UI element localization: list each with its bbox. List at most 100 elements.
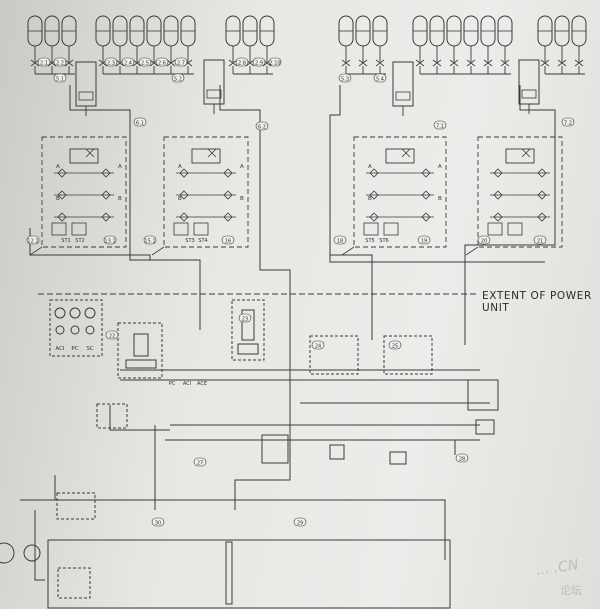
accumulator xyxy=(355,15,371,74)
svg-text:6.2: 6.2 xyxy=(258,125,266,131)
svg-text:2.4: 2.4 xyxy=(124,61,132,67)
svg-text:27: 27 xyxy=(197,461,203,467)
svg-text:15.1: 15.1 xyxy=(144,239,155,245)
cylinder-block xyxy=(203,59,225,114)
regulator-right xyxy=(383,335,433,375)
valve-block-left xyxy=(117,322,163,379)
sensor-tag: ST4 xyxy=(198,238,207,244)
trunk-line-1 xyxy=(69,85,201,330)
gauge-panel xyxy=(49,299,103,357)
gauge-pc xyxy=(69,307,81,319)
svg-text:7.2: 7.2 xyxy=(564,121,572,127)
svg-text:2.3: 2.3 xyxy=(107,61,115,67)
pressure-switch-label: ACE xyxy=(197,381,207,387)
port-letter: B xyxy=(368,196,372,202)
valve-tag: 25 xyxy=(388,340,402,350)
accumulator xyxy=(537,15,553,74)
port-letter: A xyxy=(240,164,244,170)
svg-text:16: 16 xyxy=(225,239,231,245)
svg-text:5.3: 5.3 xyxy=(341,77,349,83)
valve-tag: 2.9 xyxy=(252,57,266,67)
level-sight-glass xyxy=(225,541,233,605)
svg-text:22: 22 xyxy=(109,334,115,340)
port-letter: B xyxy=(56,196,60,202)
valve-tag: 5.2 xyxy=(171,73,185,83)
port-letter: B xyxy=(178,196,182,202)
valve-tag: 2.4 xyxy=(121,57,135,67)
sensor-tag: ST6 xyxy=(379,238,388,244)
accumulator xyxy=(146,15,162,74)
pressure-switch-label: ACI xyxy=(183,381,191,387)
valve-manifold xyxy=(29,136,127,256)
port-letter: A xyxy=(118,164,122,170)
link-line-b xyxy=(109,405,170,431)
valve-tag: 21 xyxy=(533,235,547,245)
gauge-label: PC xyxy=(71,346,78,352)
gauge-sc xyxy=(84,307,96,319)
watermark-sub: 论坛 xyxy=(560,584,582,597)
accumulator xyxy=(571,15,587,74)
regulator-left xyxy=(309,335,359,375)
valve-tag: 2.6 xyxy=(155,57,169,67)
accumulator xyxy=(44,15,60,74)
accumulator xyxy=(412,15,428,74)
valve-tag: 20 xyxy=(477,235,491,245)
valve-manifold xyxy=(465,136,563,256)
port-letter: A xyxy=(368,164,372,170)
svg-text:23: 23 xyxy=(242,317,248,323)
valve-tag: 2.2 xyxy=(53,57,67,67)
valve-manifold xyxy=(151,136,249,256)
svg-text:13.1: 13.1 xyxy=(104,239,115,245)
link-line-c xyxy=(234,370,291,510)
valve-tag: 23 xyxy=(238,313,252,323)
valve-block-right xyxy=(467,379,499,411)
cylinder-block xyxy=(392,61,414,116)
accumulator xyxy=(554,15,570,74)
svg-text:6.1: 6.1 xyxy=(136,121,144,127)
valve-tag: 18 xyxy=(333,235,347,245)
port-letter: B xyxy=(118,196,122,202)
svg-text:2.5: 2.5 xyxy=(141,61,149,67)
svg-text:2.8: 2.8 xyxy=(238,61,246,67)
svg-text:7.1: 7.1 xyxy=(436,124,444,130)
valve-tag: 13.1 xyxy=(103,235,117,245)
valve-tag: 28 xyxy=(455,453,469,463)
svg-text:2.1: 2.1 xyxy=(40,61,48,67)
valve-tag: 30 xyxy=(151,517,165,527)
valve-tag: 2.1 xyxy=(37,57,51,67)
accumulator xyxy=(429,15,445,74)
cylinder-block xyxy=(75,61,97,116)
valve-tag: 24 xyxy=(311,340,325,350)
main-directional-valve xyxy=(231,299,265,361)
accumulator xyxy=(372,15,388,74)
svg-text:18: 18 xyxy=(337,239,343,245)
reservoir xyxy=(47,539,451,609)
cylinder-block xyxy=(518,59,540,114)
return-line-1 xyxy=(29,228,151,260)
port-letter: A xyxy=(56,164,60,170)
svg-text:25: 25 xyxy=(392,344,398,350)
pressure-switch-label: PC xyxy=(169,381,176,387)
filter-block xyxy=(96,403,128,429)
valve-tag: 5.3 xyxy=(338,73,352,83)
power-unit-boundary-label: EXTENT OF POWER UNIT xyxy=(482,290,592,314)
accumulator xyxy=(480,15,496,74)
valve-tag: 29 xyxy=(293,517,307,527)
valve-tag: 2.10 xyxy=(268,57,282,67)
accumulator xyxy=(61,15,77,74)
gauge-label: ACI xyxy=(55,346,65,352)
gauge-label: SC xyxy=(86,346,93,352)
motor xyxy=(0,542,15,564)
svg-text:2.6: 2.6 xyxy=(158,61,166,67)
valve-tag: 6.2 xyxy=(255,121,269,131)
trunk-line-3 xyxy=(329,85,373,340)
valve-tag: 6.1 xyxy=(133,117,147,127)
drain-line-left xyxy=(34,510,45,581)
trunk-line-2 xyxy=(219,85,291,420)
accumulator xyxy=(446,15,462,74)
svg-text:5.4: 5.4 xyxy=(376,77,384,83)
sensor-tag: ST2 xyxy=(75,238,84,244)
valve-tag: 22 xyxy=(105,330,119,340)
